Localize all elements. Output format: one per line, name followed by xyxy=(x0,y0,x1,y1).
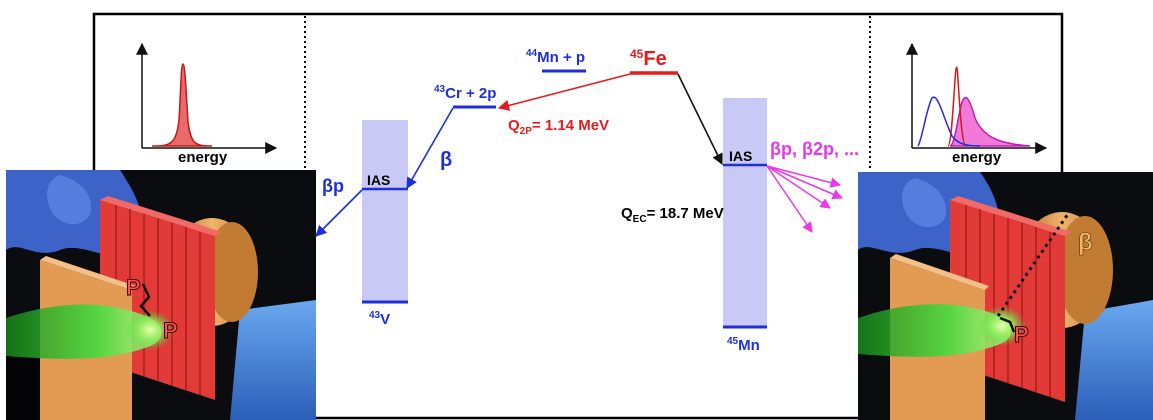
label-44mn-p: 44Mn + p xyxy=(526,48,585,66)
label-45mn-mass: 45 xyxy=(727,336,739,347)
label-p-right: P xyxy=(1014,322,1029,347)
label-45mn: 45Mn xyxy=(727,336,760,354)
ias-band-left xyxy=(362,120,408,302)
label-p-top: P xyxy=(126,275,141,300)
label-qec-sub: EC xyxy=(633,214,647,225)
ias-band-right xyxy=(723,98,767,328)
label-45mn-symbol: Mn xyxy=(738,337,760,354)
energy-spectrum-left: energy xyxy=(136,42,278,166)
label-43v: 43V xyxy=(369,310,390,328)
detector-render-right: P β xyxy=(858,172,1153,420)
label-qec-value: = 18.7 MeV xyxy=(647,205,724,222)
arrow-beta-decay xyxy=(406,107,454,189)
label-45fe: 45Fe xyxy=(630,47,667,70)
label-q2p: Q2P= 1.14 MeV xyxy=(508,117,609,137)
label-p-bottom: P xyxy=(163,318,178,343)
energy-spectrum-right: energy xyxy=(906,42,1048,166)
energy-label-right: energy xyxy=(952,149,1002,166)
label-qec: QEC= 18.7 MeV xyxy=(621,205,724,225)
label-q2p-q: Q xyxy=(508,117,520,134)
detector-render-left: P P xyxy=(6,170,316,420)
label-45fe-mass: 45 xyxy=(630,47,644,61)
label-45fe-symbol: Fe xyxy=(643,48,666,70)
label-q2p-value: = 1.14 MeV xyxy=(532,117,609,134)
label-beta-right: β xyxy=(1078,229,1093,256)
label-43v-symbol: V xyxy=(380,311,390,328)
label-q2p-sub: 2P xyxy=(520,126,533,137)
label-beta-p-right: βp, β2p, ... xyxy=(770,139,859,159)
arrow-2p-decay xyxy=(497,73,631,111)
label-ias-right: IAS xyxy=(729,148,752,164)
arrow-ec-decay xyxy=(677,73,723,166)
label-43cr-mass: 43 xyxy=(434,84,446,95)
label-beta-p-left: βp xyxy=(322,176,344,196)
arrow-beta-p-left xyxy=(315,189,363,237)
arrows-beta-p-right xyxy=(766,165,843,233)
label-44mn-symbol: Mn + p xyxy=(537,49,585,66)
label-43cr-2p: 43Cr + 2p xyxy=(434,84,496,102)
label-ias-left: IAS xyxy=(367,172,390,188)
label-beta-mid: β xyxy=(440,149,452,171)
label-43cr-symbol: Cr + 2p xyxy=(445,85,496,102)
label-44mn-mass: 44 xyxy=(526,48,538,59)
energy-label-left: energy xyxy=(178,149,228,166)
label-qec-q: Q xyxy=(621,205,633,222)
label-43v-mass: 43 xyxy=(369,310,381,321)
